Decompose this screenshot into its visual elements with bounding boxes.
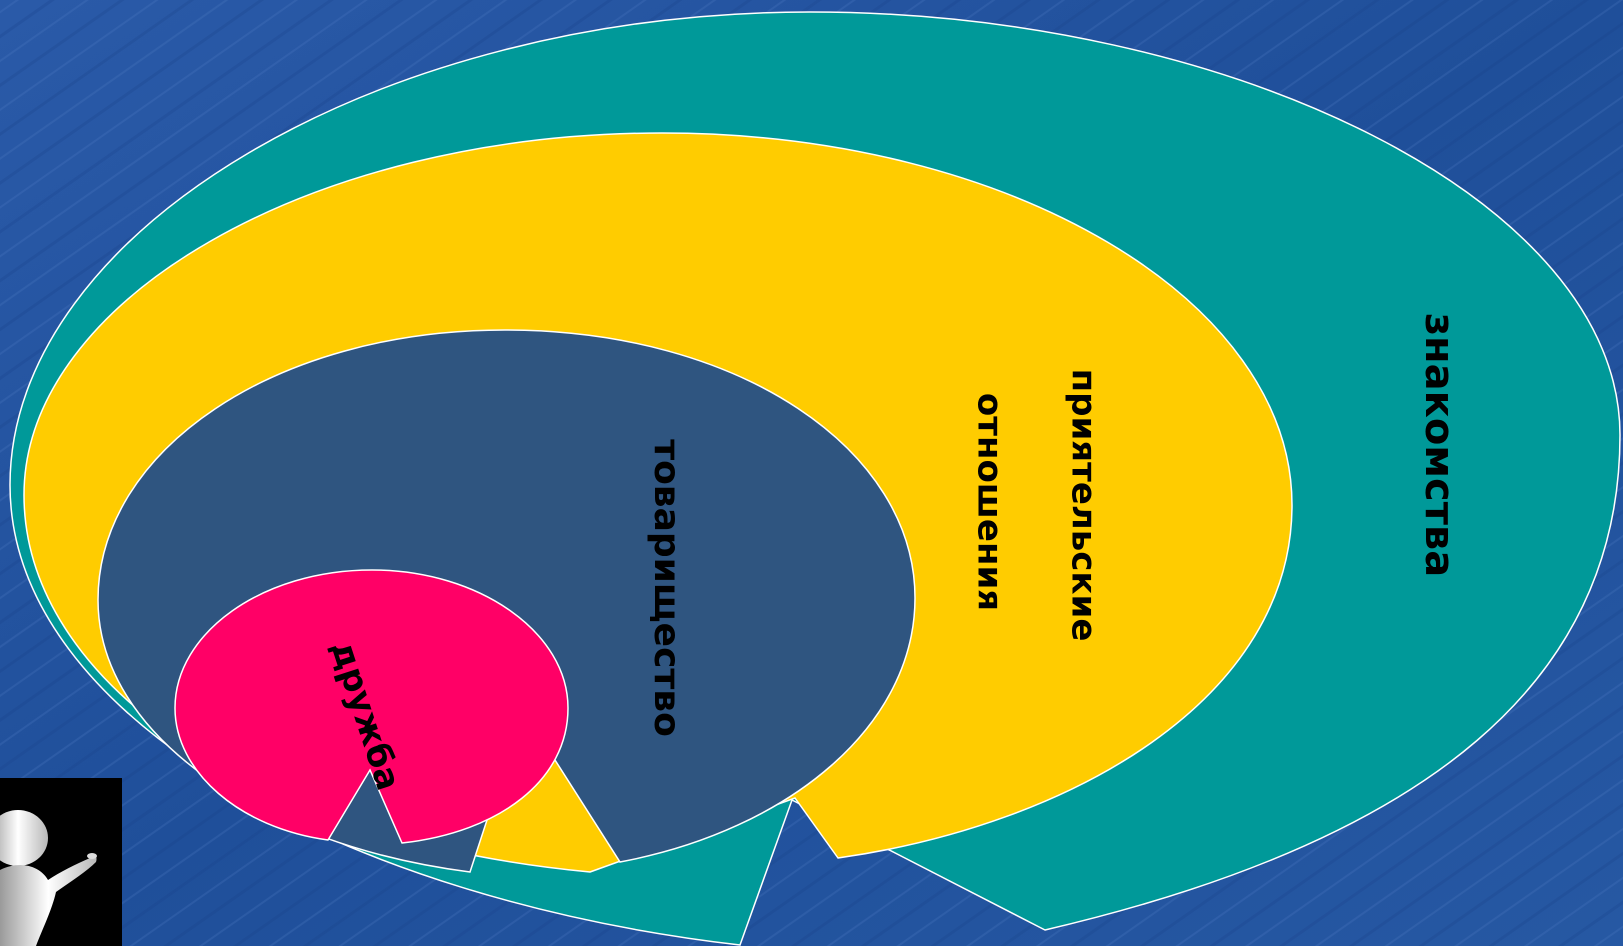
acquaintance-label: знакомства [1416, 313, 1462, 577]
person-pointing-icon [0, 778, 122, 946]
friendly-relations-label-line2: отношения [970, 393, 1010, 611]
comradeship-label: товарищество [646, 439, 687, 737]
friendship-area [174, 569, 569, 844]
friendly-relations-label-line1: приятельские [1064, 369, 1104, 642]
